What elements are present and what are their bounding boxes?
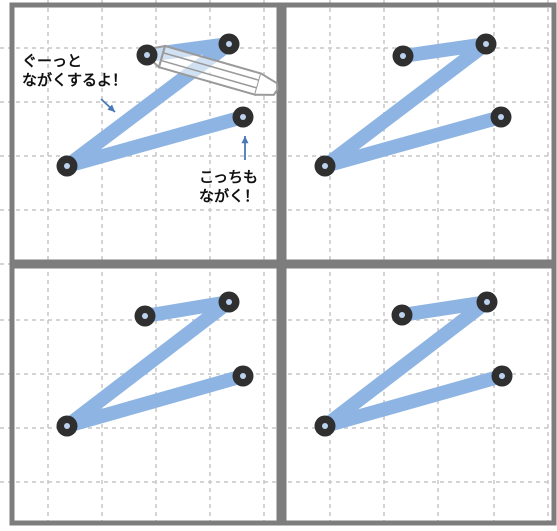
arrow-head — [241, 136, 249, 144]
stroke-endpoint-dot-icon — [56, 415, 78, 437]
stroke-endpoint-dot-icon — [232, 106, 254, 128]
dot-inner — [483, 41, 489, 47]
dot-inner — [322, 163, 328, 169]
stroke-endpoint-dot-icon — [391, 304, 413, 326]
dot-inner — [400, 53, 406, 59]
panel-frame-top-right — [281, 2, 557, 265]
panel-frame-bottom-left — [9, 263, 282, 526]
dot-inner — [322, 423, 328, 429]
arrow-head — [107, 104, 115, 112]
stroke-endpoints — [56, 33, 513, 437]
stroke-endpoint-dot-icon — [218, 291, 240, 313]
panel-frame-bottom-right — [281, 263, 557, 526]
z-stroke-group — [318, 37, 508, 173]
stroke-endpoint-dot-icon — [314, 155, 336, 177]
dot-inner — [498, 114, 504, 120]
pointer-arrow-icon — [241, 136, 249, 160]
panel-frames — [9, 2, 557, 526]
dot-inner — [240, 373, 246, 379]
dot-inner — [484, 299, 490, 305]
dot-inner — [499, 373, 505, 379]
panel-frame-top-left — [9, 2, 282, 265]
stroke-endpoint-dot-icon — [218, 33, 240, 55]
dot-inner — [64, 163, 70, 169]
pointer-arrows — [100, 98, 249, 160]
z-stroke — [318, 37, 508, 173]
stroke-endpoint-dot-icon — [136, 44, 158, 66]
pencil-end-cap — [255, 72, 279, 96]
pencil-facet — [162, 52, 260, 82]
stroke-endpoint-dot-icon — [491, 365, 513, 387]
z-stroke — [318, 295, 509, 433]
dot-inner — [144, 52, 150, 58]
z-stroke-group — [60, 37, 250, 173]
dot-inner — [142, 313, 148, 319]
z-stroke — [60, 295, 250, 433]
dot-inner — [226, 299, 232, 305]
stroke-endpoint-dot-icon — [392, 45, 414, 67]
dot-inner — [64, 423, 70, 429]
stroke-endpoint-dot-icon — [56, 155, 78, 177]
stroke-endpoint-dot-icon — [475, 33, 497, 55]
z-stroke-group — [60, 295, 250, 433]
pencil-facet — [160, 59, 258, 89]
dot-inner — [226, 41, 232, 47]
stroke-endpoint-dot-icon — [476, 291, 498, 313]
dot-inner — [399, 312, 405, 318]
stroke-endpoint-dot-icon — [134, 305, 156, 327]
stroke-endpoint-dot-icon — [490, 106, 512, 128]
this-one-too-note: こっちも ながく！ — [199, 168, 260, 205]
stroke-endpoint-dot-icon — [314, 415, 336, 437]
z-stroke — [60, 37, 250, 173]
dot-inner — [240, 114, 246, 120]
long-stroke-note: ぐーっと ながくするよ！ — [22, 52, 128, 89]
pointer-arrow-icon — [100, 98, 116, 113]
stroke-endpoint-dot-icon — [232, 365, 254, 387]
